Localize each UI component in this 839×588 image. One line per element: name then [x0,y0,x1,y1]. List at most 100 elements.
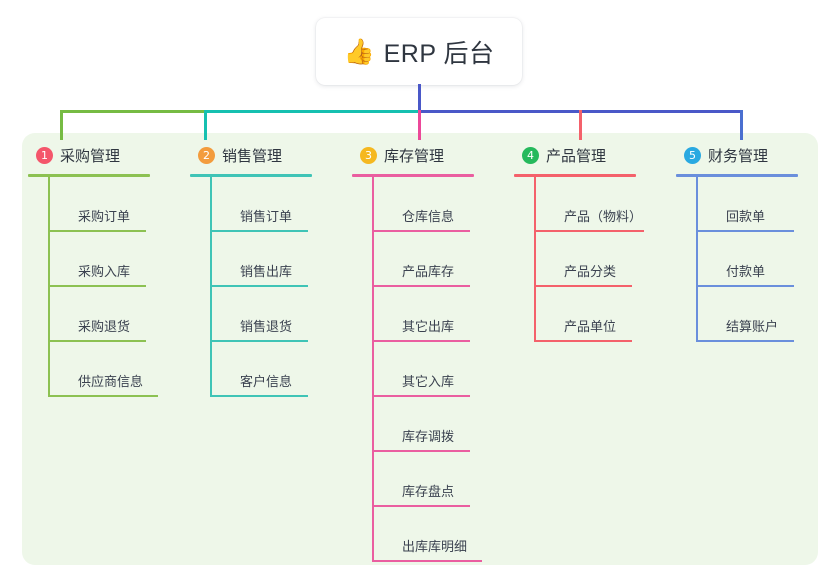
branch-title-2: 销售管理 [222,148,283,165]
branch-item-underline [210,395,308,397]
branch-item[interactable]: 库存盘点 [372,452,512,507]
branch-item-label: 供应商信息 [78,374,144,389]
branch-item-label: 销售出库 [240,264,293,279]
branch-underline-4 [514,174,636,177]
branch-item[interactable]: 其它出库 [372,287,512,342]
branch-item-label: 结算账户 [726,319,779,334]
branch-item-underline [210,230,308,232]
branch-item-label: 采购退货 [78,319,131,334]
branch-item-label: 回款单 [726,209,766,224]
branch-item-underline [210,340,308,342]
branch-item[interactable]: 产品单位 [534,287,674,342]
branch-item-label: 仓库信息 [402,209,455,224]
branch-item[interactable]: 仓库信息 [372,177,512,232]
branch-header-2[interactable]: 2 销售管理 [190,143,350,168]
branch-item-label: 销售订单 [240,209,293,224]
connector-bar-segment-4 [681,110,742,113]
branch-item-label: 采购入库 [78,264,131,279]
branch-spine-1 [48,177,50,397]
branch-item-label: 采购订单 [78,209,131,224]
connector-bar-segment-1 [60,110,206,113]
branch-item-label: 出库库明细 [402,539,468,554]
branch-column-3: 3 库存管理仓库信息产品库存其它出库其它入库库存调拨库存盘点出库库明细 [352,143,512,562]
root-connector-vertical [418,84,421,112]
branch-connector-3 [418,110,421,140]
branch-item[interactable]: 采购退货 [48,287,188,342]
branch-item-label: 库存调拨 [402,429,455,444]
branch-column-2: 2 销售管理销售订单销售出库销售退货客户信息 [190,143,350,397]
branch-item-label: 产品单位 [564,319,617,334]
branch-item-label: 销售退货 [240,319,293,334]
branch-item[interactable]: 供应商信息 [48,342,188,397]
branch-title-4: 产品管理 [546,148,607,165]
branch-item[interactable]: 产品库存 [372,232,512,287]
branch-item-underline [48,230,146,232]
branch-item-underline [372,230,470,232]
branch-item-underline [534,285,632,287]
branch-item-label: 其它入库 [402,374,455,389]
branch-item[interactable]: 产品分类 [534,232,674,287]
connector-bar-segment-2 [204,110,420,113]
branch-badge-2: 2 [198,147,215,164]
branch-item[interactable]: 销售出库 [210,232,350,287]
branch-item[interactable]: 其它入库 [372,342,512,397]
branch-spine-2 [210,177,212,397]
branch-item[interactable]: 结算账户 [696,287,836,342]
branch-item-underline [372,505,470,507]
branch-items-3: 仓库信息产品库存其它出库其它入库库存调拨库存盘点出库库明细 [352,177,512,562]
branch-spine-4 [534,177,536,342]
branch-badge-3: 3 [360,147,377,164]
root-node-title: ERP 后台 [383,39,495,68]
branch-item-underline [372,560,482,562]
branch-header-3[interactable]: 3 库存管理 [352,143,512,168]
branch-item[interactable]: 销售退货 [210,287,350,342]
branch-items-4: 产品（物料） 产品分类产品单位 [514,177,674,342]
branch-item[interactable]: 库存调拨 [372,397,512,452]
branch-item-underline [48,285,146,287]
branch-item-underline [48,340,146,342]
branch-item[interactable]: 采购订单 [48,177,188,232]
branch-item-label: 产品库存 [402,264,455,279]
branch-underline-3 [352,174,474,177]
branch-underline-2 [190,174,312,177]
branch-title-3: 库存管理 [384,148,445,165]
branch-header-5[interactable]: 5 财务管理 [676,143,836,168]
branch-item-label: 客户信息 [240,374,293,389]
branch-header-4[interactable]: 4 产品管理 [514,143,674,168]
branch-item-label: 产品（物料） [564,209,643,224]
branch-item-underline [372,285,470,287]
branch-items-2: 销售订单销售出库销售退货客户信息 [190,177,350,397]
branch-item[interactable]: 回款单 [696,177,836,232]
thumbs-up-icon: 👍 [343,37,375,66]
root-node[interactable]: 👍 ERP 后台 [316,18,522,85]
branch-title-5: 财务管理 [708,148,769,165]
branch-item-underline [210,285,308,287]
branch-connector-1 [60,110,63,140]
root-node-content: 👍 ERP 后台 [343,34,494,70]
branch-item[interactable]: 采购入库 [48,232,188,287]
branch-items-5: 回款单付款单结算账户 [676,177,836,342]
branch-column-4: 4 产品管理产品（物料） 产品分类产品单位 [514,143,674,342]
branch-badge-4: 4 [522,147,539,164]
branch-item-underline [696,230,794,232]
branch-badge-5: 5 [684,147,701,164]
branch-item-underline [372,395,470,397]
branch-item[interactable]: 客户信息 [210,342,350,397]
branch-item[interactable]: 产品（物料） [534,177,674,232]
branch-underline-1 [28,174,150,177]
branch-connector-2 [204,110,207,140]
branch-title-1: 采购管理 [60,148,121,165]
branch-spine-5 [696,177,698,342]
branch-item-underline [48,395,158,397]
branches-panel [22,133,818,565]
branch-item[interactable]: 出库库明细 [372,507,512,562]
branch-item-underline [534,230,644,232]
branch-item[interactable]: 付款单 [696,232,836,287]
branch-connector-5 [740,110,743,140]
branch-item-label: 产品分类 [564,264,617,279]
branch-spine-3 [372,177,374,562]
branch-item[interactable]: 销售订单 [210,177,350,232]
